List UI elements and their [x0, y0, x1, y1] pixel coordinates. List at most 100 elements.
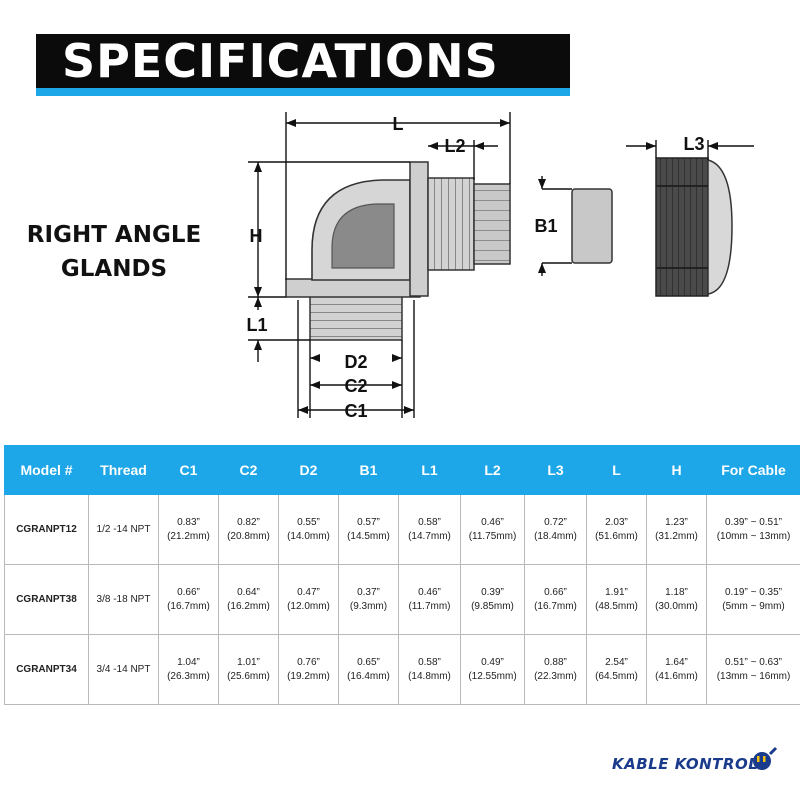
col-header-c1: C1: [158, 445, 219, 495]
elbow-recess: [331, 203, 395, 269]
dim-label-c2: C2: [344, 376, 367, 396]
dim-label-l3: L3: [683, 134, 704, 154]
value-inches: 0.46”: [418, 586, 441, 598]
ribbed-cap: [473, 183, 511, 265]
cell-l: 2.03”(51.6mm): [586, 494, 647, 565]
value-mm: (9.85mm): [471, 600, 514, 612]
value-inches: 0.82”: [237, 516, 260, 528]
col-header-model: Model #: [4, 445, 89, 495]
cell-c1: 0.66” (16.7mm): [158, 564, 219, 635]
value-inches: 0.65”: [357, 656, 380, 668]
value-mm: (12.0mm): [287, 600, 330, 612]
value-mm: (48.5mm): [595, 600, 638, 612]
value-inches: 0.88”: [544, 656, 567, 668]
cell-d2: 0.55”(14.0mm): [278, 494, 339, 565]
plug-icon: [753, 746, 778, 770]
value-inches: 1.91”: [605, 586, 628, 598]
value-inches: 0.39” ~ 0.51”: [725, 516, 782, 528]
dim-label-h: H: [250, 226, 263, 246]
product-type-title: RIGHT ANGLE GLANDS: [16, 218, 212, 286]
value-mm: (26.3mm): [167, 670, 210, 682]
value-inches: 2.03”: [605, 516, 628, 528]
col-header-for-cable: For Cable: [706, 445, 800, 495]
cell-l2: 0.39” (9.85mm): [460, 564, 525, 635]
spec-table: Model # Thread C1 C2 D2 B1 L1 L2 L3 L H …: [4, 445, 800, 705]
value-mm: (16.2mm): [227, 600, 270, 612]
cell-c2: 1.01” (25.6mm): [218, 634, 279, 705]
value-mm: (19.2mm): [287, 670, 330, 682]
col-header-l: L: [586, 445, 647, 495]
cell-thread: 3/8 -18 NPT: [88, 564, 159, 635]
value-inches: 0.72”: [544, 516, 567, 528]
seal-insert: [571, 188, 613, 264]
value-inches: 0.83”: [177, 516, 200, 528]
cell-model: CGRANPT38: [4, 564, 89, 635]
value-mm: (25.6mm): [227, 670, 270, 682]
value-inches: 0.66”: [544, 586, 567, 598]
value-inches: 0.55”: [297, 516, 320, 528]
value-mm: (12.55mm): [468, 670, 517, 682]
dim-label-l1: L1: [246, 315, 267, 335]
col-header-l1: L1: [398, 445, 461, 495]
value-inches: 1.01”: [237, 656, 260, 668]
value-inches: 0.57”: [357, 516, 380, 528]
value-inches: 2.54”: [605, 656, 628, 668]
value-mm: (14.7mm): [408, 530, 451, 542]
product-type-line-2: GLANDS: [60, 256, 168, 282]
value-mm: (14.5mm): [347, 530, 390, 542]
cell-l1: 0.58”(14.7mm): [398, 494, 461, 565]
cell-b1: 0.65”(16.4mm): [338, 634, 399, 705]
value-inches: 0.49”: [481, 656, 504, 668]
col-header-l3: L3: [524, 445, 587, 495]
value-inches: 1.64”: [665, 656, 688, 668]
value-mm: (11.75mm): [468, 530, 517, 542]
cell-model: CGRANPT12: [4, 494, 89, 565]
value-mm: (18.4mm): [534, 530, 577, 542]
value-inches: 0.64”: [237, 586, 260, 598]
col-header-c2: C2: [218, 445, 279, 495]
value-inches: 1.18”: [665, 586, 688, 598]
cell-l3: 0.88”(22.3mm): [524, 634, 587, 705]
dim-label-l: L: [393, 114, 404, 134]
cap-nut: [655, 157, 733, 297]
cell-h: 1.18” (30.0mm): [646, 564, 707, 635]
col-header-l2: L2: [460, 445, 525, 495]
cell-l: 1.91” (48.5mm): [586, 564, 647, 635]
cell-for-cable: 0.19” ~ 0.35”(5mm ~ 9mm): [706, 564, 800, 635]
title-accent-bar: [36, 88, 570, 96]
value-mm: (16.7mm): [534, 600, 577, 612]
side-flange: [409, 161, 429, 297]
cell-l2: 0.49” (12.55mm): [460, 634, 525, 705]
value-inches: 0.66”: [177, 586, 200, 598]
cell-thread: 1/2 -14 NPT: [88, 494, 159, 565]
value-inches: 1.04”: [177, 656, 200, 668]
side-thread: [427, 177, 475, 271]
value-inches: 0.39”: [481, 586, 504, 598]
value-inches: 1.23”: [665, 516, 688, 528]
value-mm: (13mm ~ 16mm): [716, 670, 791, 682]
value-mm: (16.7mm): [167, 600, 210, 612]
cell-l1: 0.58” (14.8mm): [398, 634, 461, 705]
value-inches: 0.47”: [297, 586, 320, 598]
col-header-b1: B1: [338, 445, 399, 495]
brand-logo: KABLE KONTROL: [612, 755, 759, 773]
lower-thread: [309, 295, 403, 341]
base-flange: [285, 278, 421, 298]
value-inches: 0.51” ~ 0.63”: [725, 656, 782, 668]
table-header-row: Model # Thread C1 C2 D2 B1 L1 L2 L3 L H …: [4, 445, 800, 495]
value-mm: (11.7mm): [408, 600, 451, 612]
value-inches: 0.46”: [481, 516, 504, 528]
value-inches: 0.58”: [418, 656, 441, 668]
value-mm: (30.0mm): [655, 600, 698, 612]
cell-model: CGRANPT34: [4, 634, 89, 705]
cell-b1: 0.37”(9.3mm): [338, 564, 399, 635]
cell-h: 1.23” (31.2mm): [646, 494, 707, 565]
cell-l1: 0.46” (11.7mm): [398, 564, 461, 635]
cell-b1: 0.57” (14.5mm): [338, 494, 399, 565]
value-mm: (31.2mm): [655, 530, 698, 542]
col-header-d2: D2: [278, 445, 339, 495]
value-mm: (14.8mm): [408, 670, 451, 682]
cell-c2: 0.64” (16.2mm): [218, 564, 279, 635]
